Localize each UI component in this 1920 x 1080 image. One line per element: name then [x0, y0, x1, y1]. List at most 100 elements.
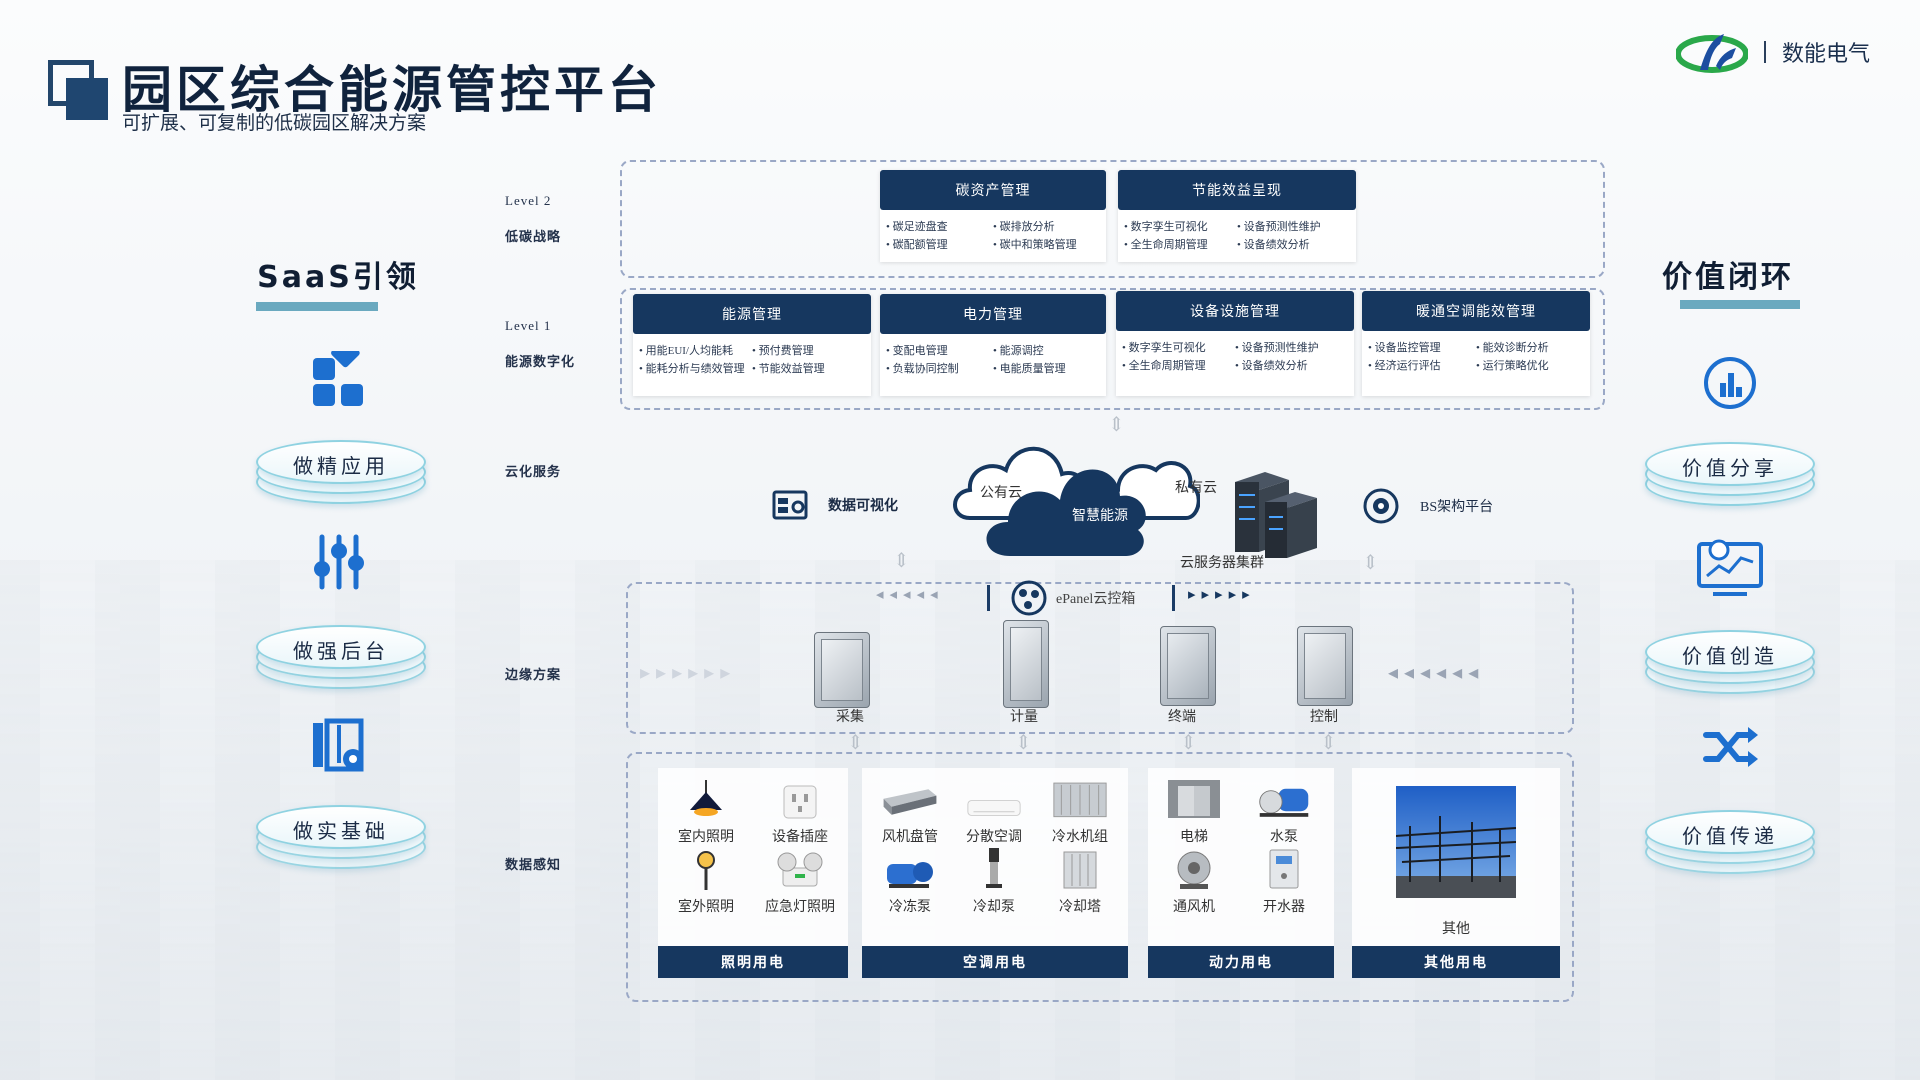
- left-item-3-label: 做实基础: [293, 819, 389, 843]
- right-title-bar: [1680, 300, 1800, 309]
- level1-name: 能源数字化: [505, 354, 576, 369]
- level1-card-item: 能源调控: [993, 342, 1100, 358]
- device-outdoor-light: 室外照明: [664, 848, 748, 916]
- device-cooling-tower: 冷却塔: [1038, 848, 1122, 916]
- level1-card-title: 设备设施管理: [1116, 291, 1354, 331]
- device-chilled-pump: 冷冻泵: [868, 848, 952, 916]
- monitor-chart-icon: [1695, 533, 1765, 603]
- group-other: 其他 其他用电: [1352, 768, 1560, 978]
- right-column-title: 价值闭环: [1662, 260, 1794, 295]
- device-emergency-light: 应急灯照明: [758, 848, 842, 916]
- level2-card-title: 节能效益呈现: [1118, 170, 1356, 210]
- group-power: 电梯 水泵 通风机 开水器 动力用电: [1148, 768, 1334, 978]
- dashboard-icon: [772, 490, 808, 520]
- edge-device-label: 采集: [836, 710, 864, 725]
- water-boiler-icon: [1269, 849, 1299, 889]
- right-item-1: 价值分享: [1645, 442, 1815, 516]
- brand-name: 数能电气: [1781, 42, 1870, 67]
- edge-device-label: 终端: [1168, 710, 1196, 725]
- level2-card-item: 设备预测性维护: [1237, 218, 1350, 234]
- substation-photo-icon: [1396, 786, 1516, 898]
- group-hvac: 风机盘管 分散空调 冷水机组 冷冻泵 冷却泵 冷却塔 空调用电: [862, 768, 1128, 978]
- bar-chart-icon: [1695, 348, 1765, 418]
- page-title: 园区综合能源管控平台: [122, 61, 662, 119]
- edge-device-label: 控制: [1310, 710, 1338, 725]
- server-cluster-label: 云服务器集群: [1180, 556, 1264, 571]
- level1-card-power: 电力管理 变配电管理 能源调控 负载协同控制 电能质量管理: [880, 294, 1106, 396]
- epanel-label: ePanel云控箱: [1056, 592, 1136, 607]
- level1-card-hvac: 暖通空调能效管理 设备监控管理 能效诊断分析 经济运行评估 运行策略优化: [1362, 291, 1590, 396]
- device-chiller: 冷水机组: [1038, 778, 1122, 846]
- bs-platform-label: BS架构平台: [1420, 500, 1494, 515]
- group-power-footer: 动力用电: [1148, 946, 1334, 978]
- device-water-pump: 水泵: [1242, 778, 1326, 846]
- right-item-2: 价值创造: [1645, 630, 1815, 704]
- data-visual-label: 数据可视化: [828, 499, 898, 514]
- edge-level-label: 边缘方案: [505, 667, 562, 682]
- level1-card-item: 设备监控管理: [1368, 339, 1476, 355]
- level1-card-item: 经济运行评估: [1368, 357, 1476, 373]
- outflow-arrows-icon: ◂◂◂◂◂◂: [1388, 662, 1485, 684]
- device-cooling-pump: 冷却泵: [952, 848, 1036, 916]
- level1-card-item: 数字孪生可视化: [1122, 339, 1235, 355]
- cloud-cluster-icon: [953, 446, 1200, 556]
- sliders-icon: [304, 527, 374, 597]
- double-arrow-icon: ⇕: [1320, 732, 1337, 754]
- level2-code: Level 2: [505, 193, 552, 208]
- cloud-level-label: 云化服务: [505, 464, 562, 479]
- terminal-cabinet-icon: [1160, 626, 1216, 706]
- split-ac-icon: [967, 800, 1021, 816]
- right-item-3: 价值传递: [1645, 810, 1815, 884]
- platform-gear-icon: [1363, 488, 1399, 524]
- level2-card-item: 碳足迹盘查: [886, 218, 993, 234]
- left-column-title: SaaS引领: [257, 260, 419, 295]
- meter-cabinet-icon: [1003, 620, 1049, 708]
- device-elevator: 电梯: [1152, 778, 1236, 846]
- right-item-3-label: 价值传递: [1682, 824, 1778, 848]
- outdoor-lamp-icon: [697, 851, 715, 890]
- data-visual-item: 数据可视化: [772, 490, 898, 520]
- right-item-2-label: 价值创造: [1682, 644, 1778, 668]
- level2-card-item: 设备绩效分析: [1237, 236, 1350, 252]
- level1-card-title: 能源管理: [633, 294, 871, 334]
- double-arrow-icon: ⇕: [1180, 732, 1197, 754]
- chiller-icon: [1053, 782, 1107, 818]
- right-arrows-icon: ▸▸▸▸▸: [1188, 587, 1256, 603]
- socket-icon: [783, 785, 817, 819]
- level1-card-item: 能耗分析与绩效管理: [639, 360, 752, 376]
- level1-frame: [620, 288, 1605, 410]
- group-lighting: 室内照明 设备插座 室外照明 应急灯照明 照明用电: [658, 768, 848, 978]
- level2-name: 低碳战略: [505, 229, 562, 244]
- pump-icon: [887, 862, 933, 888]
- device-split-ac: 分散空调: [952, 778, 1036, 846]
- device-water-boiler: 开水器: [1242, 848, 1326, 916]
- group-other-footer: 其他用电: [1352, 946, 1560, 978]
- right-item-1-label: 价值分享: [1682, 456, 1778, 480]
- level2-card-savings: 节能效益呈现 数字孪生可视化 设备预测性维护 全生命周期管理 设备绩效分析: [1118, 170, 1356, 262]
- level1-card-item: 变配电管理: [886, 342, 993, 358]
- pendant-lamp-icon: [690, 780, 722, 816]
- collect-cabinet-icon: [814, 632, 870, 708]
- left-item-1: 做精应用: [256, 440, 426, 514]
- epanel-divider: [1172, 585, 1175, 611]
- device-fan-coil: 风机盘管: [868, 778, 952, 846]
- building-gear-icon: [304, 710, 374, 780]
- brand-logo-icon: [1675, 34, 1748, 73]
- control-cabinet-icon: [1297, 626, 1353, 706]
- device-indoor-light: 室内照明: [664, 778, 748, 846]
- device-socket: 设备插座: [758, 778, 842, 846]
- brand: 数能电气: [1675, 30, 1870, 74]
- double-arrow-icon: ⇕: [1015, 732, 1032, 754]
- left-item-3: 做实基础: [256, 805, 426, 879]
- apps-grid-icon: [304, 345, 374, 415]
- level2-card-item: 全生命周期管理: [1124, 236, 1237, 252]
- level1-card-title: 暖通空调能效管理: [1362, 291, 1590, 331]
- double-arrow-icon: ⇕: [1362, 552, 1379, 574]
- level2-card-item: 数字孪生可视化: [1124, 218, 1237, 234]
- brand-divider: [1763, 41, 1766, 63]
- level1-code: Level 1: [505, 318, 552, 333]
- bs-platform-item: BS架构平台: [1362, 487, 1493, 525]
- level2-card-item: 碳配额管理: [886, 236, 993, 252]
- level1-card-item: 负载协同控制: [886, 360, 993, 376]
- ventilator-icon: [1177, 851, 1211, 889]
